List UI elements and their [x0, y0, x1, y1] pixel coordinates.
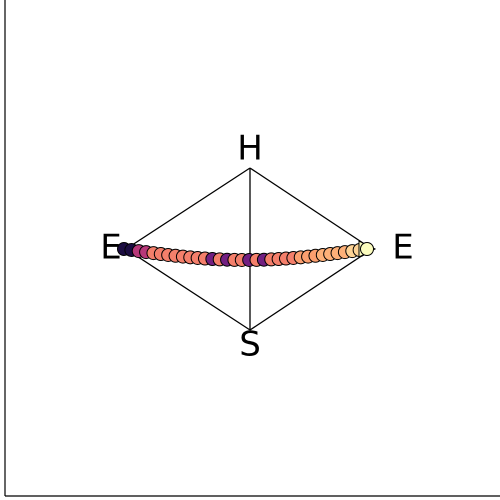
- vertex-label-top: H: [237, 129, 263, 169]
- edge-bottom-right: [249, 248, 373, 331]
- diamond-edges: [125, 167, 373, 331]
- edge-top-right: [249, 167, 373, 250]
- trajectory-point: [360, 242, 374, 256]
- edge-bottom-left: [125, 248, 251, 331]
- trajectory-path: [117, 240, 377, 267]
- vertex-label-bottom: S: [239, 325, 261, 365]
- edge-top-left: [125, 167, 251, 250]
- vertex-label-right: E: [392, 228, 413, 268]
- vertex-label-left: E: [100, 228, 121, 268]
